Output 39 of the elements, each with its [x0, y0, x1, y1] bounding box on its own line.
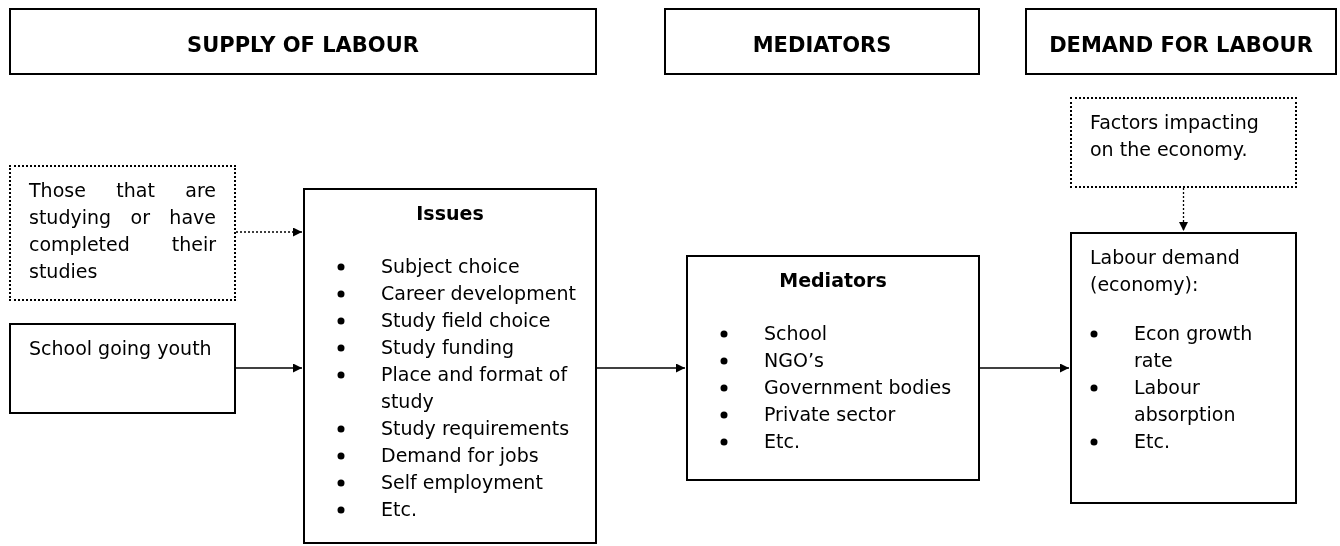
list-item: Labour absorption: [1134, 375, 1237, 427]
box-text: Those that are studying or have completed their studies: [29, 178, 216, 284]
header-box: [664, 8, 980, 75]
arrow: [235, 363, 303, 373]
dotted-arrow: [1179, 187, 1188, 232]
header-title: DEMAND FOR LABOUR: [1048, 32, 1314, 59]
list-item: Study field choice: [381, 308, 551, 333]
list-item: Private sector: [764, 402, 896, 427]
list-item: Etc.: [1134, 429, 1170, 454]
header-box: [1025, 8, 1337, 75]
list-box: [686, 255, 980, 481]
source-box: [9, 323, 236, 414]
box-heading: Issues: [415, 201, 485, 226]
list-item: Study funding: [381, 335, 515, 360]
list-item: Demand for jobs: [381, 443, 539, 468]
list-item: Career development: [381, 281, 576, 306]
box-text: Factors impacting on the economy.: [1090, 110, 1260, 162]
source-box: [9, 165, 236, 301]
arrow: [596, 363, 686, 373]
list-box: [1070, 232, 1297, 504]
list-item: Government bodies: [764, 375, 952, 400]
note-box: [1070, 97, 1297, 188]
list-item: Subject choice: [381, 254, 520, 279]
list-item: Etc.: [764, 429, 800, 454]
list-item: Self employment: [381, 470, 543, 495]
list-box: [303, 188, 597, 544]
list-item: School: [764, 321, 828, 346]
list-item: Study requirements: [381, 416, 570, 441]
list-item: Econ growth rate: [1134, 321, 1254, 373]
box-heading: Labour demand (economy):: [1090, 245, 1241, 297]
list-item: Etc.: [381, 497, 417, 522]
list-item: Place and format of study: [381, 362, 569, 414]
header-title: MEDIATORS: [751, 32, 893, 59]
box-heading: Mediators: [778, 268, 888, 293]
box-text: School going youth: [29, 336, 213, 361]
header-box: [9, 8, 597, 75]
arrow: [979, 363, 1070, 373]
header-title: SUPPLY OF LABOUR: [186, 32, 420, 59]
list-item: NGO’s: [764, 348, 824, 373]
